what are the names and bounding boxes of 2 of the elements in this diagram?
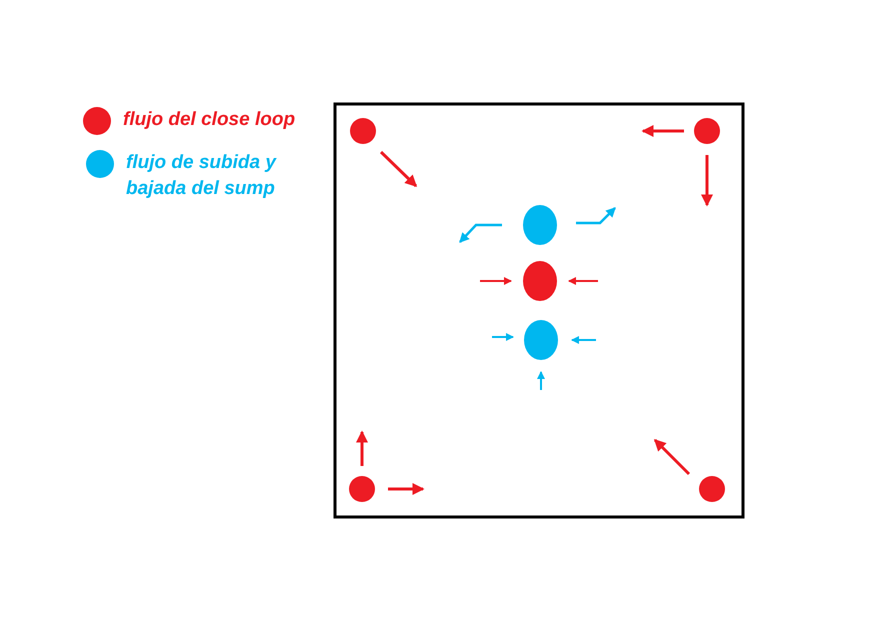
legend-label: flujo de subida y bajada del sump xyxy=(126,151,278,201)
legend-label: flujo del close loop xyxy=(123,108,296,132)
